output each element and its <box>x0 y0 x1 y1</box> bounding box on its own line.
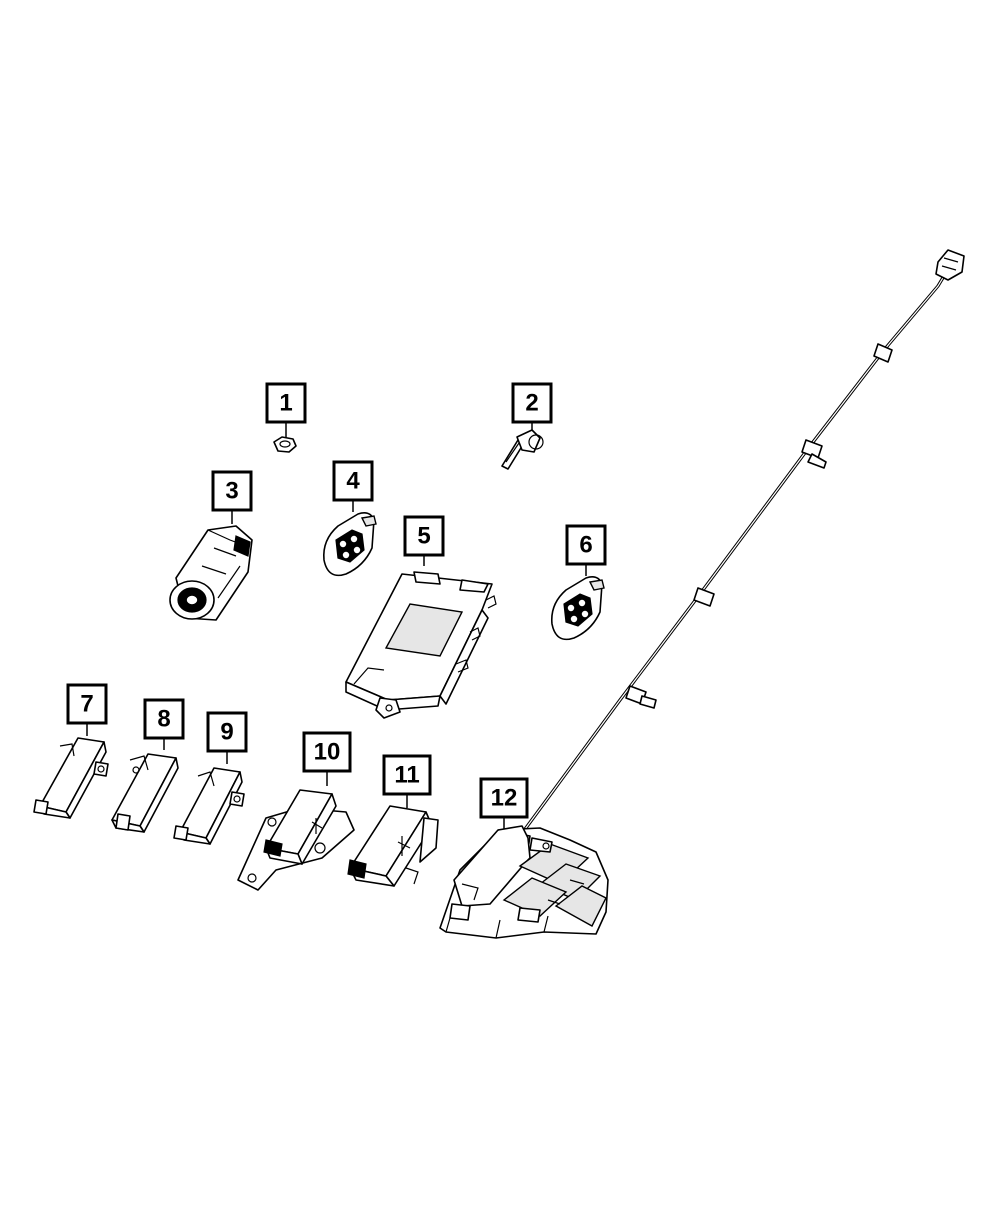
callout-12-label: 12 <box>491 785 518 812</box>
callout-7-label: 7 <box>80 691 93 718</box>
callout-9[interactable]: 9 <box>206 711 248 753</box>
part-11-antenna[interactable] <box>347 805 439 887</box>
callout-5[interactable]: 5 <box>403 515 445 557</box>
callout-5-label: 5 <box>417 523 430 550</box>
callout-1[interactable]: 1 <box>265 382 307 424</box>
callout-1-label: 1 <box>279 390 292 417</box>
callout-12[interactable]: 12 <box>479 777 529 819</box>
callout-4-label: 4 <box>346 468 360 495</box>
part-1-nut[interactable] <box>273 436 297 453</box>
callout-6-label: 6 <box>579 532 592 559</box>
callout-3-label: 3 <box>225 478 238 505</box>
part-7-antenna[interactable] <box>33 737 109 819</box>
callout-7[interactable]: 7 <box>66 683 108 725</box>
part-6-key-fob[interactable] <box>550 576 605 641</box>
callout-9-label: 9 <box>220 719 233 746</box>
part-10-antenna-bracket[interactable] <box>237 789 355 891</box>
part-9-antenna[interactable] <box>173 767 245 845</box>
part-3-ignition-switch[interactable] <box>169 525 253 621</box>
callout-6[interactable]: 6 <box>565 524 607 566</box>
callout-10[interactable]: 10 <box>302 731 352 773</box>
part-12-antenna-unit[interactable] <box>439 825 609 939</box>
callout-4[interactable]: 4 <box>332 460 374 502</box>
callout-11-label: 11 <box>394 762 419 789</box>
part-8-antenna[interactable] <box>111 753 179 833</box>
callout-2[interactable]: 2 <box>511 382 553 424</box>
part-12-cable[interactable] <box>518 249 965 837</box>
callout-3[interactable]: 3 <box>211 470 253 512</box>
callout-8-label: 8 <box>157 706 170 733</box>
callout-10-label: 10 <box>314 739 341 766</box>
part-4-key-fob[interactable] <box>322 512 377 577</box>
callout-11[interactable]: 11 <box>382 754 432 796</box>
part-2-key[interactable] <box>501 429 544 470</box>
callout-2-label: 2 <box>525 390 538 417</box>
callout-8[interactable]: 8 <box>143 698 185 740</box>
part-5-control-module[interactable] <box>345 571 497 719</box>
